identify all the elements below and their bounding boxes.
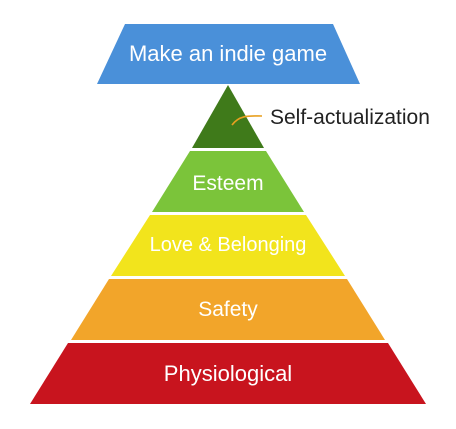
tier-esteem-label: Esteem: [192, 172, 263, 195]
apex-tier-shape: [192, 85, 264, 148]
top-banner-shape: [97, 24, 360, 84]
top-banner: Make an indie game: [97, 24, 360, 84]
tier-physiological-shape: [30, 343, 426, 404]
apex-callout-label: Self-actualization: [270, 106, 430, 129]
top-banner-label: Make an indie game: [129, 41, 327, 66]
apex-tier: [192, 85, 264, 148]
tier-esteem: Esteem: [152, 151, 304, 212]
tier-safety-label: Safety: [198, 298, 258, 321]
tier-love-belonging: Love & Belonging: [111, 215, 345, 276]
apex-callout: Self-actualization: [231, 106, 430, 129]
tier-love-belonging-label: Love & Belonging: [150, 234, 307, 256]
tier-love-belonging-shape: [111, 215, 345, 276]
tier-physiological: Physiological: [30, 343, 426, 404]
tier-esteem-shape: [152, 151, 304, 212]
tier-physiological-label: Physiological: [164, 361, 292, 386]
apex-callout-line: [231, 115, 263, 126]
tier-safety-shape: [71, 279, 385, 340]
tier-safety: Safety: [71, 279, 385, 340]
